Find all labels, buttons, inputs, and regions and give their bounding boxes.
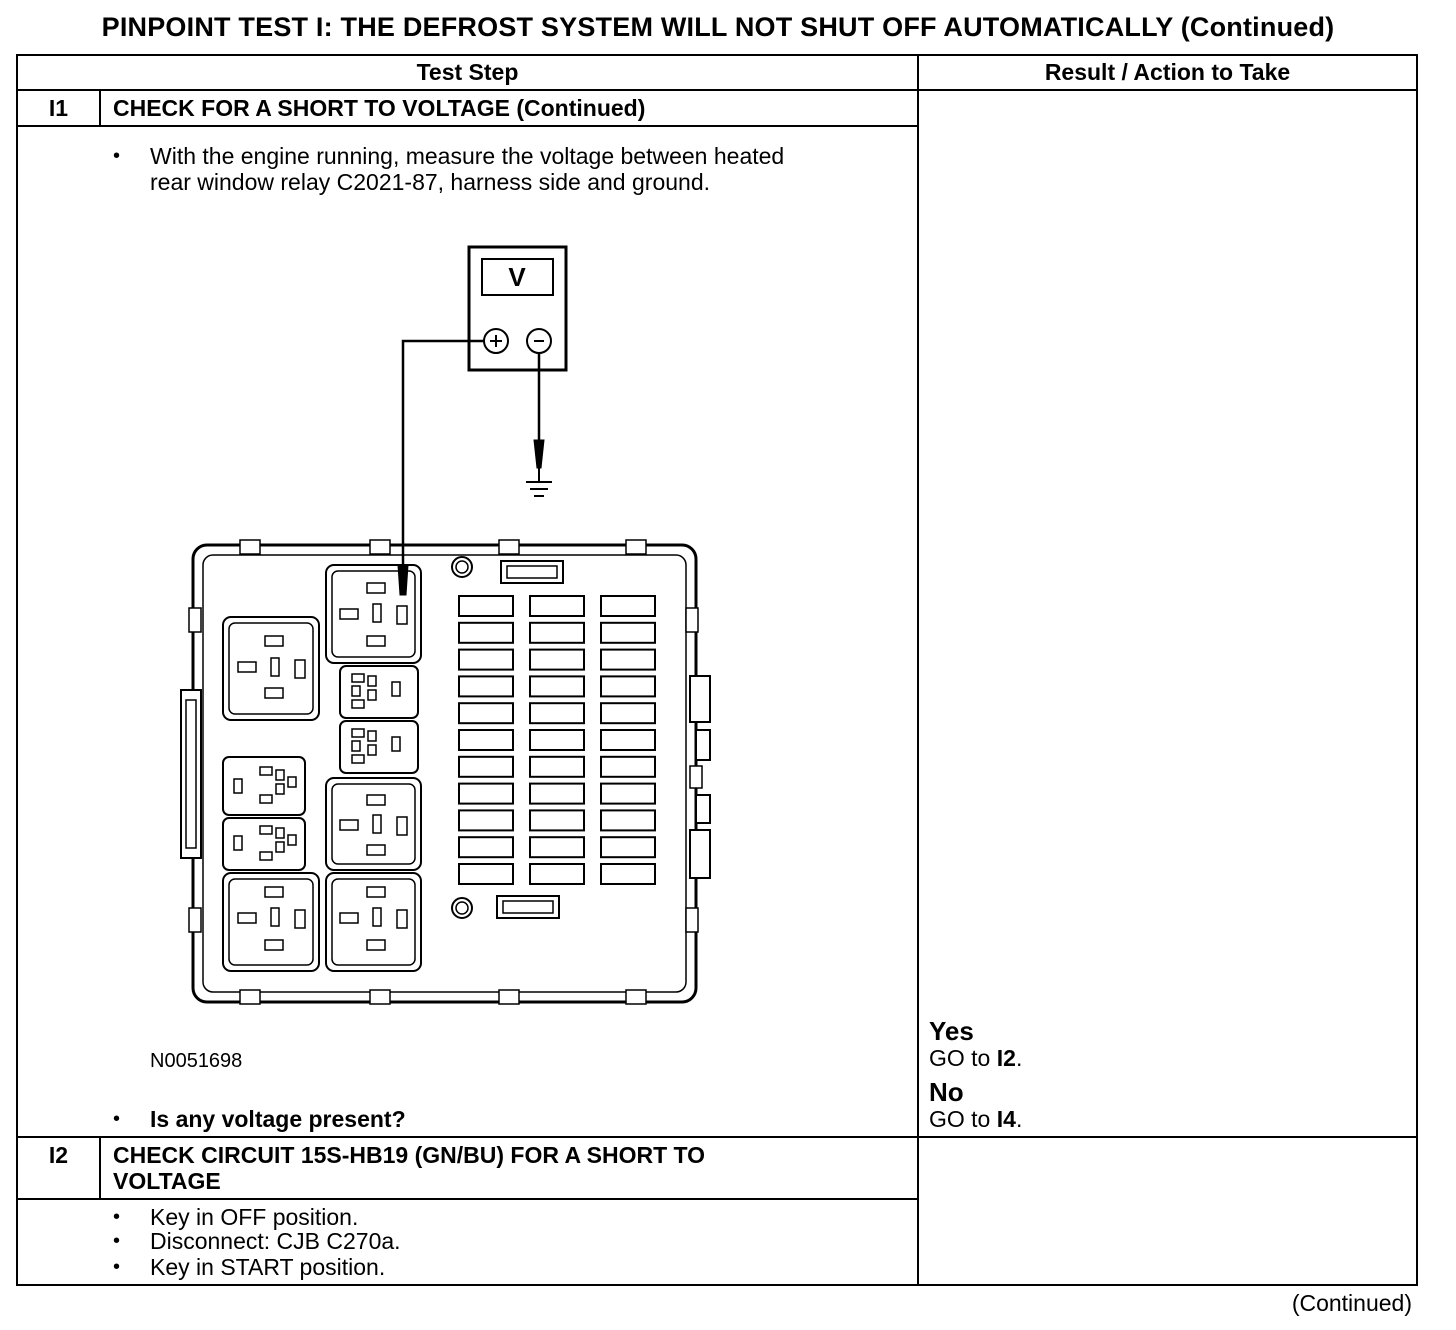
column-header-result: Result / Action to Take: [1044, 59, 1291, 85]
step-instruction-line: With the engine running, measure the vol…: [150, 143, 785, 169]
figure-id: N0051698: [150, 1050, 243, 1072]
fuse-slot: [529, 782, 585, 805]
fuse-slot: [600, 595, 656, 617]
bullet-icon: •: [113, 1206, 121, 1228]
fuse-slot: [458, 621, 514, 644]
fuse-slot: [458, 702, 514, 725]
bullet-icon: •: [113, 1108, 121, 1130]
bullet-icon: •: [113, 145, 121, 167]
voltmeter-icon: [467, 245, 568, 372]
fuse-slot: [458, 675, 514, 698]
fuse-slot: [529, 836, 585, 859]
continued-note: (Continued): [1291, 1290, 1412, 1316]
fuse-slot: [458, 648, 514, 671]
fuse-slot: [529, 755, 585, 778]
step-id: I2: [48, 1142, 69, 1168]
step-heading: CHECK FOR A SHORT TO VOLTAGE (Continued): [113, 95, 646, 121]
column-header-test-step: Test Step: [416, 59, 519, 85]
fuse-slot: [458, 782, 514, 805]
fuse-slot: [529, 729, 585, 751]
bullet-icon: •: [113, 1230, 121, 1252]
fuse-slot: [529, 675, 585, 698]
page-title: PINPOINT TEST I: THE DEFROST SYSTEM WILL…: [101, 12, 1335, 42]
step-instruction-line: rear window relay C2021-87, harness side…: [150, 169, 710, 195]
step-question: Is any voltage present?: [150, 1106, 406, 1132]
fuse-slot: [529, 648, 585, 671]
fuse-slot: [600, 755, 656, 778]
go-to-step-I4-link[interactable]: I4: [996, 1106, 1016, 1132]
fuse-slot: [600, 782, 656, 805]
fuse-slot: [458, 595, 514, 617]
fuse-slot: [529, 702, 585, 725]
step-heading-line: VOLTAGE: [113, 1168, 221, 1194]
fuse-slot: [529, 621, 585, 644]
step-instruction: Disconnect: CJB C270a.: [150, 1228, 401, 1254]
fuse-slot: [600, 621, 656, 644]
result-yes-text: GO to: [929, 1045, 997, 1071]
central-junction-box-icon: [180, 539, 711, 1005]
fuse-slot: [600, 809, 656, 832]
step-id: I1: [48, 95, 69, 121]
go-to-step-I2-link[interactable]: I2: [996, 1045, 1016, 1071]
step-instruction: Key in START position.: [150, 1254, 386, 1280]
fuse-slot: [600, 836, 656, 859]
fuse-slot: [600, 702, 656, 725]
fuse-slot: [600, 863, 656, 885]
step-instruction: Key in OFF position.: [150, 1204, 359, 1230]
fuse-slot: [529, 809, 585, 832]
fuse-slot: [600, 648, 656, 671]
fuse-slot: [600, 729, 656, 751]
fuse-slot: [458, 863, 514, 885]
result-yes-label: Yes: [929, 1016, 974, 1046]
fuse-slot: [458, 729, 514, 751]
result-yes-action: GO to I2.: [929, 1045, 1023, 1071]
step-heading-line: CHECK CIRCUIT 15S-HB19 (GN/BU) FOR A SHO…: [113, 1142, 706, 1168]
fuse-slot: [458, 809, 514, 832]
fuse-slot: [529, 863, 585, 885]
result-no-label: No: [929, 1077, 964, 1107]
bullet-icon: •: [113, 1256, 121, 1278]
fuse-slot: [600, 675, 656, 698]
fuse-slot: [458, 836, 514, 859]
result-no-action: GO to I4.: [929, 1106, 1023, 1132]
fuse-slot: [458, 755, 514, 778]
fuse-array: [458, 595, 656, 885]
ground-icon: [526, 481, 552, 497]
fuse-slot: [529, 595, 585, 617]
result-no-text: GO to: [929, 1106, 997, 1132]
meter-symbol: V: [508, 262, 526, 292]
